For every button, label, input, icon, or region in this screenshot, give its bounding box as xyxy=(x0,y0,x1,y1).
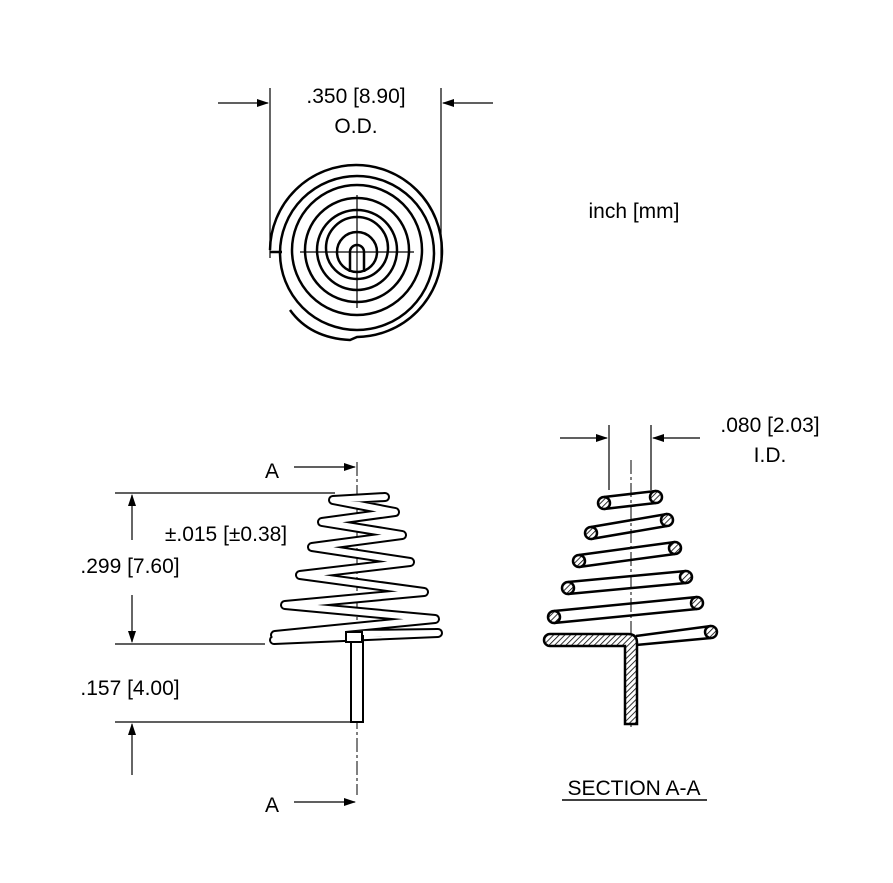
section-mark-bottom: A xyxy=(265,794,279,817)
id-dimension-label: .080 [2.03] xyxy=(720,414,819,437)
section-coils xyxy=(542,489,719,726)
section-title: SECTION A-A xyxy=(567,777,700,800)
tolerance-label: ±.015 [±0.38] xyxy=(165,523,287,546)
section-view: .080 [2.03] I.D. SECTION A-A xyxy=(542,414,820,801)
section-mark-top: A xyxy=(265,460,279,483)
height-dimension-label: .299 [7.60] xyxy=(80,555,179,578)
od-caption: O.D. xyxy=(334,115,377,138)
units-note: inch [mm] xyxy=(588,200,679,223)
id-caption: I.D. xyxy=(754,444,787,467)
spring-top-coils xyxy=(268,163,444,342)
top-view: .350 [8.90] O.D. xyxy=(218,85,493,342)
pin-length-label: .157 [4.00] xyxy=(80,677,179,700)
spring-side-coils xyxy=(269,492,443,723)
side-view: A A .299 [7.60] ±.015 [±0.38] .157 [4.00… xyxy=(80,460,443,817)
od-dimension-label: .350 [8.90] xyxy=(306,85,405,108)
